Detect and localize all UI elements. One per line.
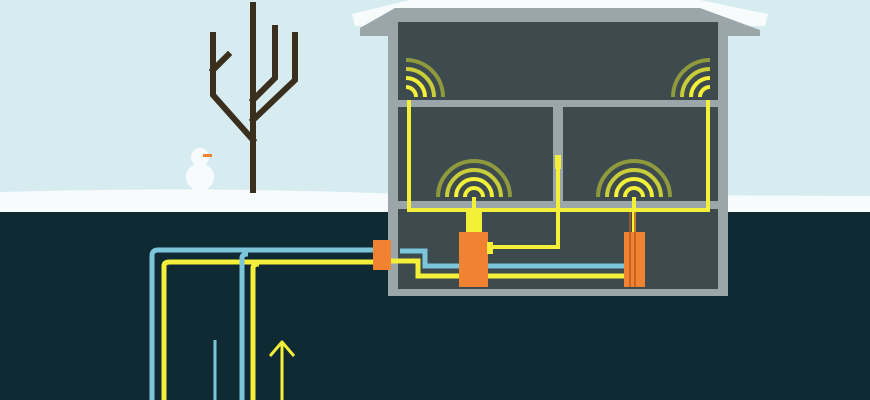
cold-loop-inner	[239, 251, 249, 400]
room-left	[398, 107, 553, 201]
radiator-attic-left	[405, 58, 445, 98]
equipment	[373, 210, 645, 287]
house-pipes	[390, 100, 710, 279]
heat-pump-top	[466, 210, 482, 232]
water-heater-pipes	[629, 212, 636, 287]
ground-loop	[149, 247, 380, 400]
radiator-room-right	[596, 159, 672, 198]
thermostat	[555, 155, 561, 169]
heat-pump-unit	[459, 232, 488, 287]
heat-pump-port	[487, 242, 493, 254]
hot-loop-outer	[161, 259, 380, 400]
tree	[208, 2, 298, 193]
radiator-attic-right	[671, 58, 711, 98]
radiators	[405, 58, 711, 198]
flow-arrow-icon	[268, 340, 296, 400]
attic	[398, 22, 718, 100]
cold-loop-outer	[149, 247, 380, 400]
hot-loop-inner	[250, 261, 260, 400]
radiator-room-left	[436, 159, 512, 198]
ground-connector	[373, 240, 391, 270]
snowman	[186, 148, 214, 191]
room-right	[563, 107, 718, 201]
